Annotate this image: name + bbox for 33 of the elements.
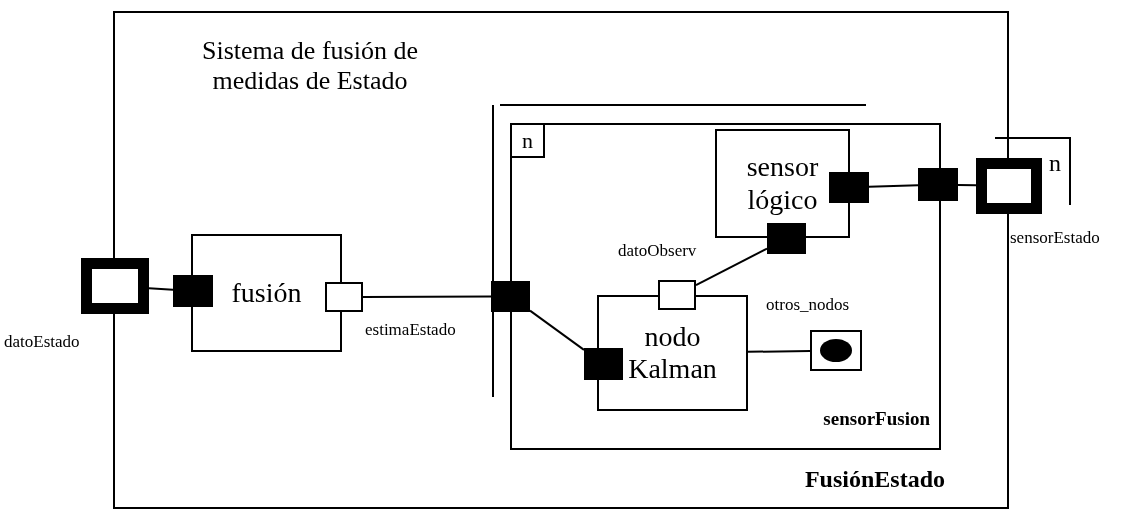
port-label: estimaEstado (365, 320, 457, 340)
connector-line (695, 247, 768, 287)
component-title: fusión (231, 276, 302, 310)
port-square (584, 348, 623, 380)
connector-line (747, 349, 811, 353)
component-title: nodo Kalman (627, 320, 718, 386)
port-square (918, 168, 958, 201)
diagram-heading: Sistema de fusión de medidas de Estado (201, 36, 419, 96)
port-square (767, 223, 806, 254)
system-box (113, 11, 1009, 509)
multiplicity-label: n (1049, 150, 1062, 178)
multiplicity-box (510, 123, 545, 158)
port-label: sensorEstado (1010, 228, 1101, 248)
port-label: otros_nodos (766, 295, 851, 315)
relay-port-square (81, 258, 149, 314)
component-name: FusiónEstado (803, 466, 945, 494)
port-label: datoObserv (618, 241, 698, 261)
component-title: sensor lógico (745, 151, 820, 216)
port-square (491, 281, 530, 312)
connector-line (529, 309, 585, 351)
connector-line (957, 183, 977, 187)
component-title: n (522, 127, 533, 154)
connector-line (868, 184, 919, 188)
port-square (658, 280, 696, 310)
port-label: datoEstado (4, 332, 81, 352)
connector-line (148, 287, 174, 291)
connector-line (362, 295, 492, 298)
relay-port-square (976, 158, 1042, 214)
component-name: sensorFusion (822, 408, 930, 430)
port-square (829, 172, 869, 203)
port-square (325, 282, 363, 312)
connection-point-symbol (810, 330, 862, 371)
port-square (173, 275, 213, 307)
